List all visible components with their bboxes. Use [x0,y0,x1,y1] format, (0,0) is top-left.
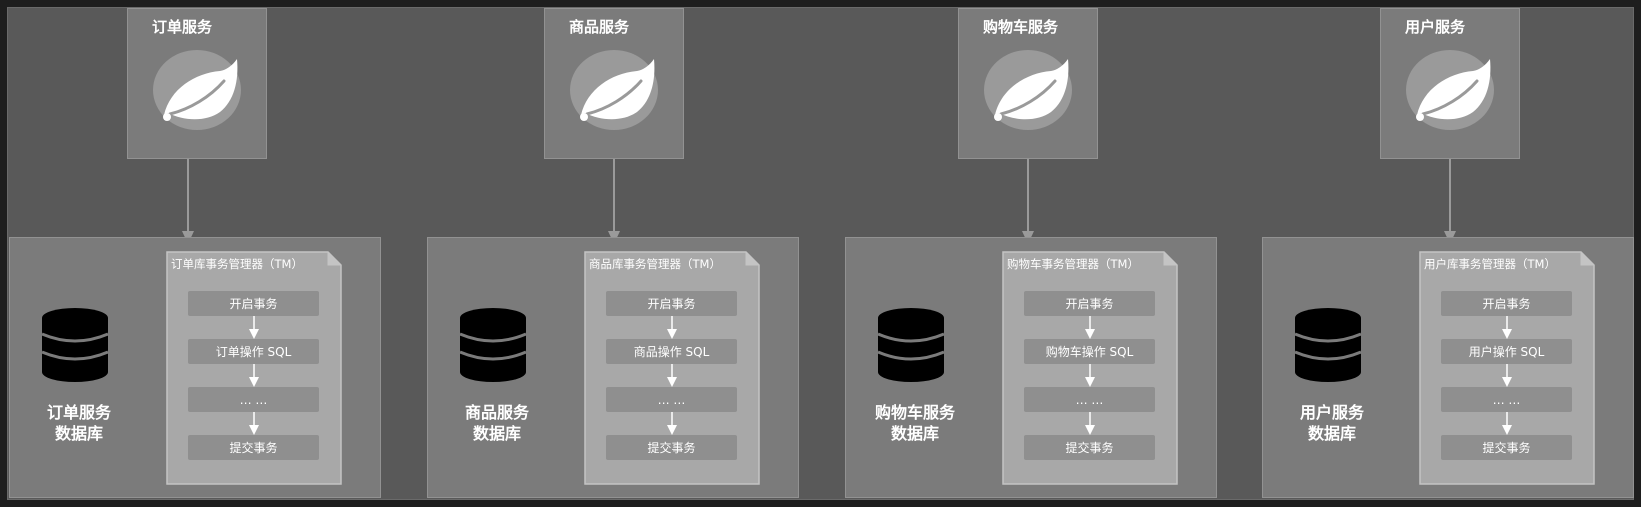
step-arrow [1085,412,1095,435]
flow-arrow [1444,159,1456,244]
flow-arrow [182,159,194,244]
order-service-node: 订单服务 [127,8,267,159]
step-arrow [1085,316,1095,339]
spring-leaf-icon [153,50,241,130]
database-icon [878,308,944,382]
step-ellipsis: … … [1441,387,1572,412]
step-arrow [249,316,259,339]
db-label-line2: 数据库 [54,424,103,443]
spring-leaf-icon [570,50,658,130]
spring-leaf-icon [984,50,1072,130]
db-label-line1: 购物车服务 [874,403,955,422]
step-begin: 开启事务 [1024,291,1155,316]
step-arrow [1502,316,1512,339]
step-begin: 开启事务 [188,291,319,316]
database-icon [460,308,526,382]
step-commit: 提交事务 [606,435,737,460]
service-title: 用户服务 [1405,18,1466,36]
transaction-manager-doc: 订单库事务管理器（TM） 开启事务 订单操作 SQL … … 提交事务 [166,251,342,485]
product-db-panel: 商品服务 数据库 商品库事务管理器（TM） 开启事务 商品操作 SQL … … … [427,237,799,498]
user-service-node: 用户服务 [1380,8,1520,159]
db-label: 购物车服务 数据库 [854,402,976,444]
step-ellipsis: … … [606,387,737,412]
db-label: 商品服务 数据库 [436,402,558,444]
database-icon [1295,308,1361,382]
step-arrow [249,364,259,387]
step-arrow [667,364,677,387]
cart-service-node: 购物车服务 [958,8,1098,159]
db-label: 用户服务 数据库 [1271,402,1393,444]
step-arrow [1085,364,1095,387]
tm-title: 订单库事务管理器（TM） [171,257,303,271]
transaction-manager-doc: 购物车事务管理器（TM） 开启事务 购物车操作 SQL … … 提交事务 [1002,251,1178,485]
step-begin: 开启事务 [606,291,737,316]
step-arrow [1502,412,1512,435]
db-label-line1: 订单服务 [46,403,111,422]
db-label-line2: 数据库 [890,424,939,443]
transaction-manager-doc: 商品库事务管理器（TM） 开启事务 商品操作 SQL … … 提交事务 [584,251,760,485]
user-db-panel: 用户服务 数据库 用户库事务管理器（TM） 开启事务 用户操作 SQL … … … [1262,237,1634,498]
flow-arrow [608,159,620,244]
db-label-line2: 数据库 [472,424,521,443]
transaction-manager-doc: 用户库事务管理器（TM） 开启事务 用户操作 SQL … … 提交事务 [1419,251,1595,485]
database-icon [42,308,108,382]
flow-arrow [1022,159,1034,244]
cart-db-panel: 购物车服务 数据库 购物车事务管理器（TM） 开启事务 购物车操作 SQL … … [845,237,1217,498]
step-begin: 开启事务 [1441,291,1572,316]
step-arrow [249,412,259,435]
step-sql: 用户操作 SQL [1441,339,1572,364]
step-commit: 提交事务 [1024,435,1155,460]
step-commit: 提交事务 [1441,435,1572,460]
step-ellipsis: … … [1024,387,1155,412]
step-arrow [1502,364,1512,387]
service-title: 购物车服务 [983,18,1059,36]
db-label-line2: 数据库 [1307,424,1356,443]
tm-title: 商品库事务管理器（TM） [589,257,721,271]
product-service-node: 商品服务 [544,8,684,159]
step-sql: 订单操作 SQL [188,339,319,364]
service-title: 订单服务 [152,18,213,36]
service-title: 商品服务 [569,18,630,36]
step-sql: 商品操作 SQL [606,339,737,364]
spring-leaf-icon [1406,50,1494,130]
diagram-canvas: 订单服务 订单服务 数据库 订单库事务管理器（TM） [7,7,1634,500]
step-sql: 购物车操作 SQL [1024,339,1155,364]
db-label: 订单服务 数据库 [18,402,140,444]
db-label-line1: 商品服务 [464,403,529,422]
tm-title: 购物车事务管理器（TM） [1007,257,1139,271]
step-arrow [667,316,677,339]
db-label-line1: 用户服务 [1299,403,1364,422]
step-commit: 提交事务 [188,435,319,460]
step-ellipsis: … … [188,387,319,412]
tm-title: 用户库事务管理器（TM） [1424,257,1556,271]
order-db-panel: 订单服务 数据库 订单库事务管理器（TM） 开启事务 订单操作 SQL … … … [9,237,381,498]
step-arrow [667,412,677,435]
